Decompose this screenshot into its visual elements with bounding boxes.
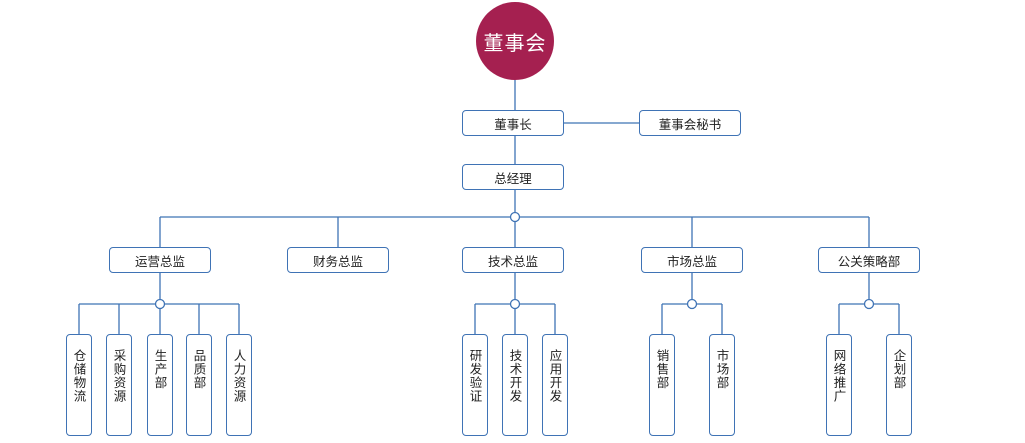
junction-pr <box>863 298 875 310</box>
department-label: 生产部 <box>152 349 168 390</box>
department-label: 网络推广 <box>831 349 847 403</box>
board-of-directors-node: 董事会 <box>476 2 554 80</box>
department-label: 仓储物流 <box>71 349 87 403</box>
department-node: 销售部 <box>649 334 675 436</box>
department-label: 品质部 <box>191 349 207 390</box>
director-node-marketing: 市场总监 <box>641 247 743 273</box>
junction-marketing <box>686 298 698 310</box>
director-node-finance: 财务总监 <box>287 247 389 273</box>
director-node-technology: 技术总监 <box>462 247 564 273</box>
department-node: 技术开发 <box>502 334 528 436</box>
director-node-operations: 运营总监 <box>109 247 211 273</box>
department-node: 人力资源 <box>226 334 252 436</box>
department-label: 技术开发 <box>507 349 523 403</box>
department-label: 研发验证 <box>467 349 483 403</box>
department-label: 人力资源 <box>231 349 247 403</box>
junction-technology <box>509 298 521 310</box>
junction-operations <box>154 298 166 310</box>
chairman-node: 董事长 <box>462 110 564 136</box>
department-node: 采购资源 <box>106 334 132 436</box>
department-node: 品质部 <box>186 334 212 436</box>
department-label: 企划部 <box>891 349 907 390</box>
department-node: 应用开发 <box>542 334 568 436</box>
director-node-pr-strategy: 公关策略部 <box>818 247 920 273</box>
department-node: 网络推广 <box>826 334 852 436</box>
department-node: 企划部 <box>886 334 912 436</box>
department-node: 生产部 <box>147 334 173 436</box>
department-label: 应用开发 <box>547 349 563 403</box>
board-secretary-node: 董事会秘书 <box>639 110 741 136</box>
department-node: 市场部 <box>709 334 735 436</box>
department-label: 市场部 <box>714 349 730 390</box>
department-node: 仓储物流 <box>66 334 92 436</box>
department-node: 研发验证 <box>462 334 488 436</box>
department-label: 采购资源 <box>111 349 127 403</box>
department-label: 销售部 <box>654 349 670 390</box>
junction-director-bus <box>509 211 521 223</box>
general-manager-node: 总经理 <box>462 164 564 190</box>
